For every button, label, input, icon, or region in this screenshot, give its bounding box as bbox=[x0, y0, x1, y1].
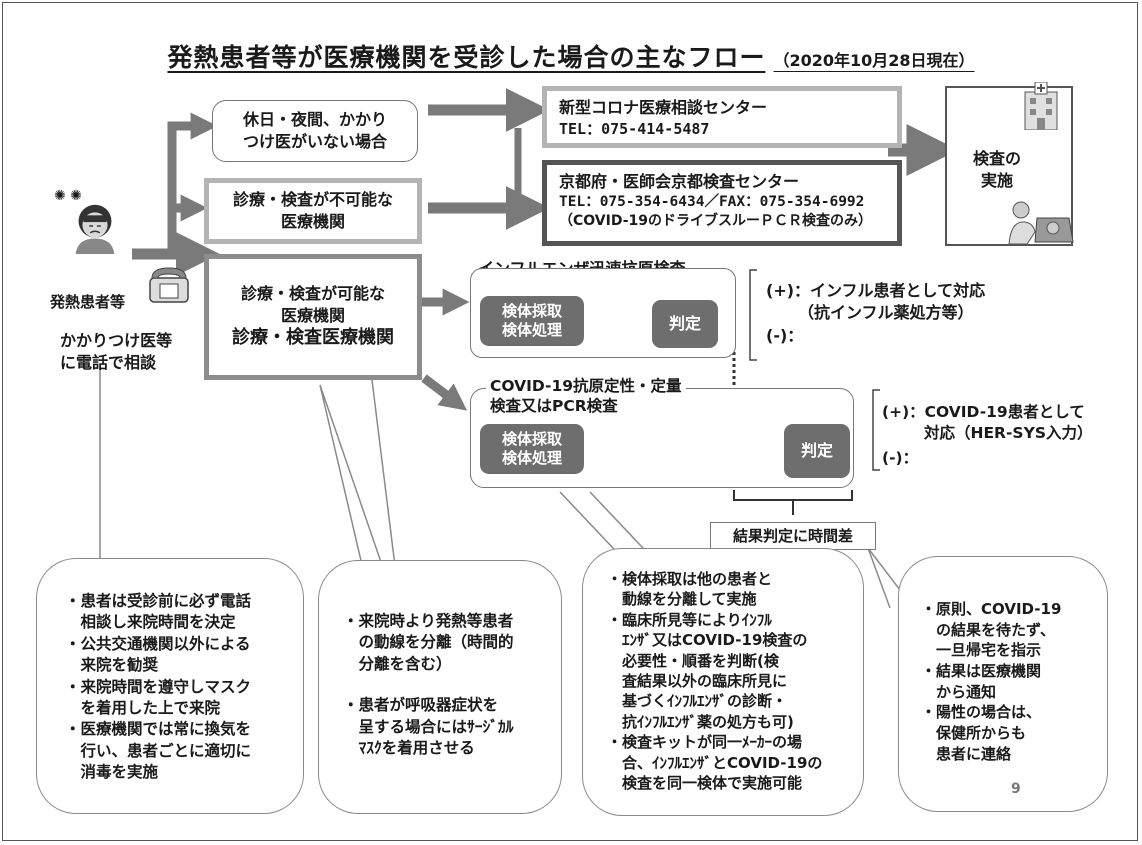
callout-1-text: ・患者は受診前に必ず電話 相談し来院時間を決定・公共交通機関以外による 来院を勧… bbox=[65, 592, 252, 781]
sick-person-icon bbox=[75, 204, 115, 254]
callout-4-text: ・原則、COVID-19 の結果を待たず、 一旦帰宅を指示 ・結果は医療機関 か… bbox=[921, 600, 1062, 763]
influenza-positive: (+)：インフル患者として対応 （抗インフル薬処方等） (-)： bbox=[766, 281, 986, 346]
patient-note: かかりつけ医等 に電話で相談 bbox=[60, 331, 173, 373]
callout-patient-guidance: ・患者は受診前に必ず電話 相談し来院時間を決定・公共交通機関以外による 来院を勧… bbox=[36, 558, 304, 814]
not-possible-clinic-box: 診療・検査が不可能な 医療機関 bbox=[204, 178, 422, 244]
title-main: 発熱患者等が医療機関を受診した場合の主なフロー bbox=[167, 43, 766, 72]
covid-judge-step: 判定 bbox=[784, 424, 850, 478]
holiday-box: 休日・夜間、かかり つけ医がいない場合 bbox=[212, 100, 418, 162]
telephone-icon bbox=[149, 267, 189, 303]
possible-clinic-box: 診療・検査が可能な 医療機関 診療・検査医療機関 bbox=[204, 254, 422, 380]
covid-title: COVID-19抗原定性・定量 検査又はPCR検査 bbox=[486, 376, 686, 417]
callout-flow-separation: ・来院時より発熱等患者 の動線を分離（時間的 分離を含む） ・患者が呼吸器症状を… bbox=[318, 560, 562, 814]
exam-label: 検査の 実施 bbox=[972, 149, 1021, 190]
drive-through-testing-icon bbox=[1008, 201, 1074, 245]
page-number: 9 bbox=[1011, 781, 1021, 797]
exam-box: 検査の 実施 bbox=[945, 82, 1074, 246]
callout-testing-procedure: ・検体採取は他の患者と 動線を分離して実施・臨床所見等によりｲﾝﾌﾙ ｴﾝｻﾞ又… bbox=[582, 548, 864, 816]
influenza-sample-step: 検体採取 検体処理 bbox=[480, 296, 584, 346]
patient-figure bbox=[66, 196, 124, 258]
patient-label: 発熱患者等 bbox=[50, 293, 126, 311]
arrow-to-holiday bbox=[167, 112, 218, 254]
callout-3-text: ・検体採取は他の患者と 動線を分離して実施・臨床所見等によりｲﾝﾌﾙ ｴﾝｻﾞ又… bbox=[607, 570, 823, 792]
covid-positive: (+)：COVID-19患者として 対応（HER-SYS入力） (-)： bbox=[882, 403, 1093, 467]
title-date: （2020年10月28日現在） bbox=[773, 51, 975, 70]
dizzy-marks: ✺ ✺ bbox=[54, 188, 82, 204]
influenza-judge-step: 判定 bbox=[652, 300, 718, 348]
covid-sample-step: 検体採取 検体処理 bbox=[480, 424, 584, 474]
page-title: 発熱患者等が医療機関を受診した場合の主なフロー （2020年10月28日現在） bbox=[0, 38, 1142, 74]
callout-2-text: ・来院時より発熱等患者 の動線を分離（時間的 分離を含む） ・患者が呼吸器症状を… bbox=[343, 612, 514, 757]
arrow-to-covid bbox=[421, 374, 468, 411]
callout-result-notification: ・原則、COVID-19 の結果を待たず、 一旦帰宅を指示 ・結果は医療機関 か… bbox=[898, 556, 1108, 812]
corona-consultation-center-box: 新型コロナ医療相談センター TEL：075-414-5487 bbox=[542, 86, 902, 148]
time-difference-label: 結果判定に時間差 bbox=[710, 522, 876, 550]
time-bracket bbox=[733, 490, 853, 515]
kyoto-testing-center-box: 京都府・医師会京都検査センター TEL：075-354-6434／FAX：075… bbox=[542, 160, 902, 246]
hospital-building-icon bbox=[1024, 82, 1058, 130]
